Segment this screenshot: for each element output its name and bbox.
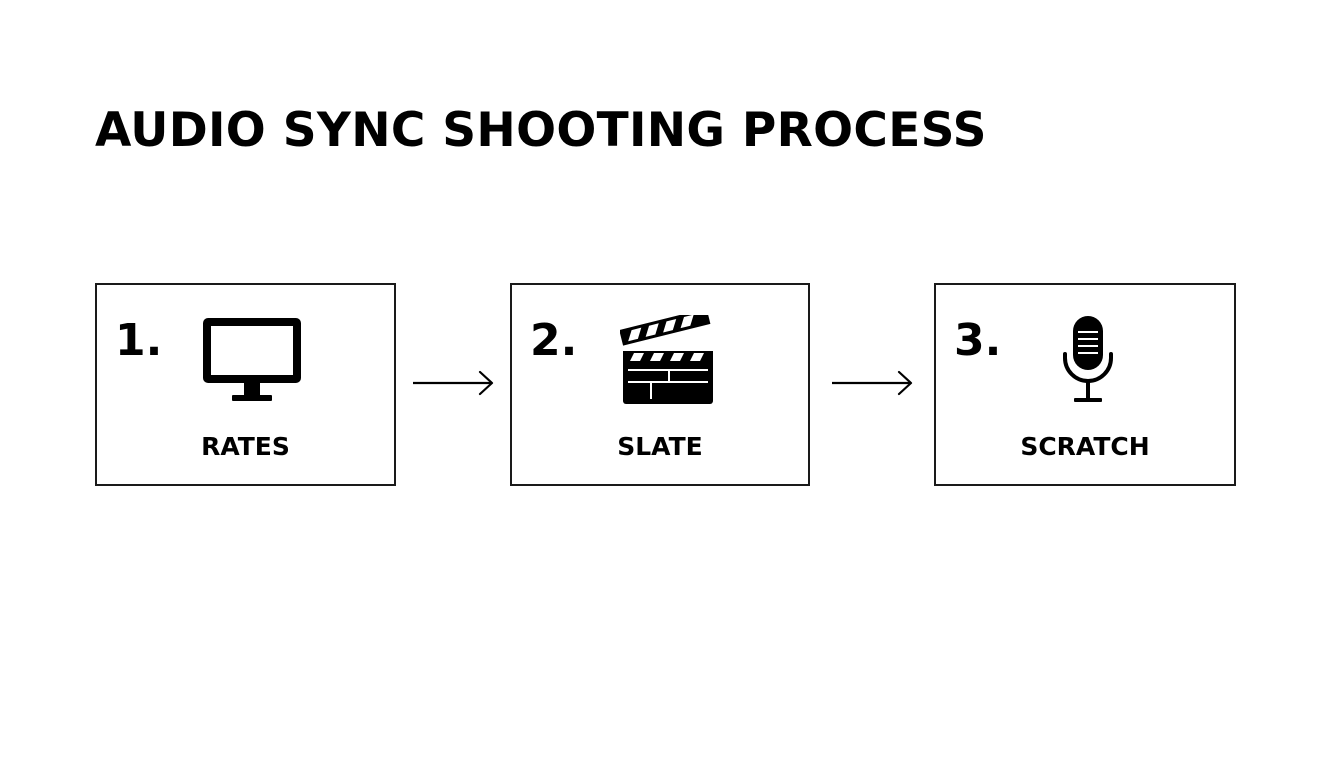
- step-label: SLATE: [617, 432, 703, 461]
- arrow-right-icon: [832, 370, 913, 396]
- step-card-slate: 2. SLATE: [510, 283, 810, 486]
- monitor-icon: [203, 318, 301, 401]
- microphone-icon: [1063, 316, 1113, 402]
- page-title: AUDIO SYNC SHOOTING PROCESS: [95, 103, 987, 158]
- step-number: 1.: [115, 315, 163, 366]
- arrow-right-icon: [413, 370, 494, 396]
- step-card-rates: 1. RATES: [95, 283, 396, 486]
- clapperboard-icon: [620, 315, 713, 404]
- step-label: RATES: [201, 432, 290, 461]
- step-label: SCRATCH: [1020, 432, 1150, 461]
- step-number: 2.: [530, 315, 578, 366]
- step-card-scratch: 3. SCRATCH: [934, 283, 1236, 486]
- step-number: 3.: [954, 315, 1002, 366]
